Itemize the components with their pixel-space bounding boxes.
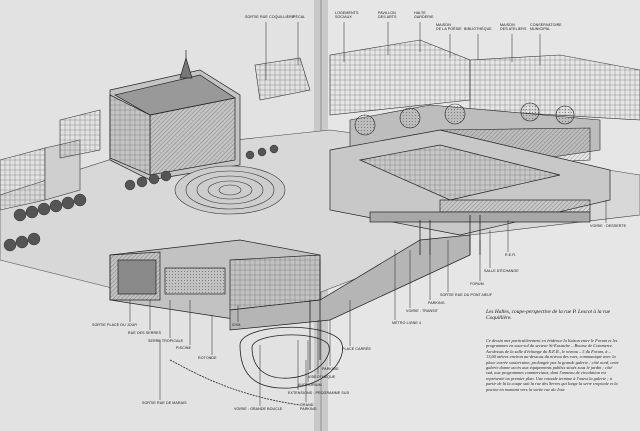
label-serre-tropicale: SERRE TROPICALE	[148, 339, 184, 343]
label-extensions: EXTENSIONS : PROGRAMME SUD	[288, 391, 350, 395]
label-rer: R.E.R.	[505, 253, 516, 257]
caption-body: Ce dessin met particulièrement en éviden…	[486, 338, 619, 392]
label-pecal: PÉCAL	[293, 14, 305, 19]
ring-road-loop	[169, 326, 343, 406]
label-rotonde: ROTONDE	[198, 356, 217, 360]
label-forum: FORUM	[470, 282, 484, 286]
label-parking: PARKING	[428, 301, 445, 305]
label-place-carree: PLACE CARRÉE	[342, 346, 371, 351]
columns	[309, 215, 481, 370]
garden-rings	[174, 165, 286, 215]
label-voirie-transit: VOIRIE : TRANSIT	[406, 309, 439, 313]
label-rue-serres: RUE DES SERRES	[128, 331, 162, 335]
label-sortie-place-jour: SORTIE PLACE DU JOUR	[92, 323, 137, 327]
label-piscine: PISCINE	[176, 346, 192, 350]
leader-lines	[129, 22, 607, 406]
label-sortie-coquilliere: SORTIE RUE COQUILLIÈRE	[245, 14, 295, 19]
underground-galleries	[109, 239, 321, 321]
label-gym: GYM.	[232, 323, 242, 327]
label-metro-ligne: MÉTRO LIGNE 4	[392, 320, 421, 325]
label-parking2: PARKING	[322, 367, 339, 371]
saint-eustache-church	[109, 50, 241, 181]
right-city-blocks	[254, 39, 640, 121]
label-sortie-pont-neuf: SORTIE RUE DU PONT-NEUF	[440, 293, 493, 297]
caption-title: Les Halles, coupe-perspective de la rue …	[486, 309, 611, 322]
label-salle-echange: SALLE D'ÉCHANGE	[484, 268, 519, 273]
tree-clusters	[3, 144, 279, 252]
left-city-blocks	[0, 109, 101, 211]
label-videotheque: VIDÉOTHÈQUE	[308, 374, 336, 379]
label-sortie-marais: SORTIE RUE DE MARAIS	[142, 401, 187, 405]
label-auditorium: AUDITORIUM	[298, 383, 322, 387]
label-bibliotheque: BIBLIOTHÈQUE	[464, 26, 492, 31]
label-voirie-grande: VOIRIE : GRANDE BOUCLE	[234, 407, 283, 411]
label-voirie-desserte: VOIRIE : DESSERTE	[590, 224, 627, 228]
